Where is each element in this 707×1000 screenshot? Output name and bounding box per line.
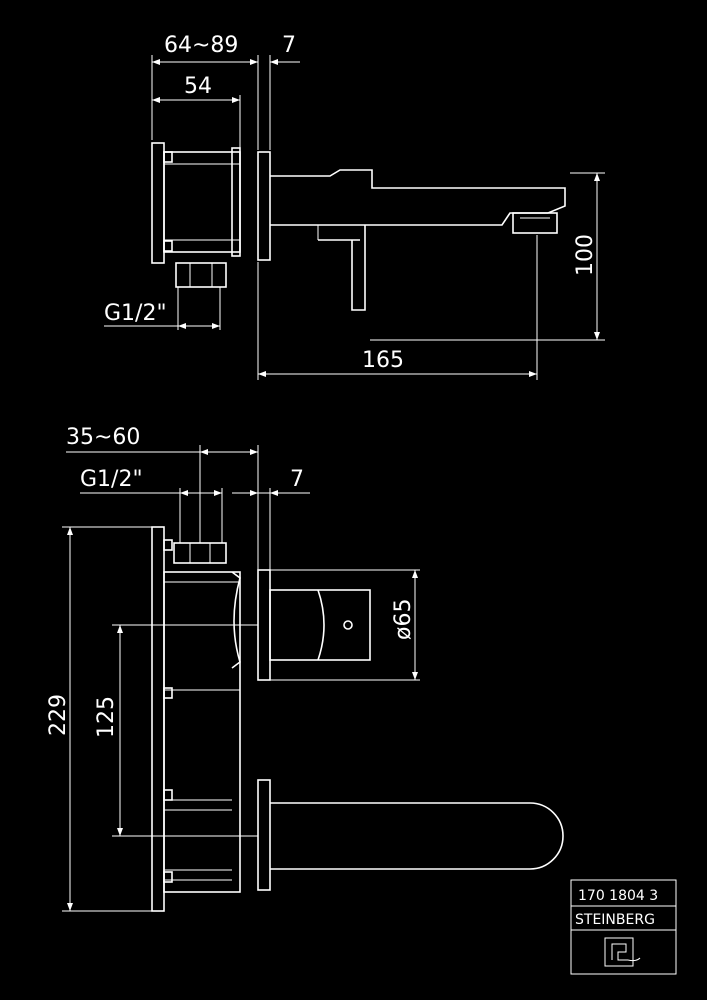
dim-64-89: 64~89 [164, 33, 238, 58]
brand-name: STEINBERG [575, 912, 655, 928]
dim-g12-bottom: G1/2" [80, 467, 143, 492]
spout-bottom [270, 802, 564, 870]
bottom-view: 35~60 G1/2" 7 ø65 229 125 [46, 425, 564, 912]
mixer-wall-plate [257, 569, 271, 681]
wall-plate-top [257, 151, 271, 261]
dim-35-60: 35~60 [66, 425, 140, 450]
body-box-top [163, 151, 241, 253]
body-bottom [163, 571, 241, 893]
dim-7-top: 7 [282, 33, 296, 58]
dim-diameter-65: ø65 [391, 599, 416, 640]
dim-125: 125 [94, 696, 119, 738]
dim-100: 100 [573, 234, 598, 276]
title-block: 170 1804 3 STEINBERG [570, 879, 677, 975]
top-view: 64~89 7 54 G1/2" 100 165 [104, 33, 605, 380]
spout-top [270, 169, 566, 226]
dim-g12-top: G1/2" [104, 301, 167, 326]
mounting-plate-top [151, 142, 165, 264]
inlet-fitting-bottom [173, 542, 227, 564]
lever-top [351, 225, 366, 311]
dim-54: 54 [184, 74, 212, 99]
product-code: 170 1804 3 [578, 888, 658, 904]
brand-logo-icon [604, 937, 641, 967]
handle-bottom [269, 589, 371, 661]
inlet-fitting-top [175, 262, 227, 288]
dim-7-bottom: 7 [290, 467, 304, 492]
mounting-plate-bottom [151, 526, 165, 912]
dim-229: 229 [46, 694, 71, 736]
cartridge-bottom [231, 571, 241, 669]
spout-wall-plate [257, 779, 271, 891]
aerator-top [512, 212, 558, 234]
dim-165: 165 [362, 348, 404, 373]
